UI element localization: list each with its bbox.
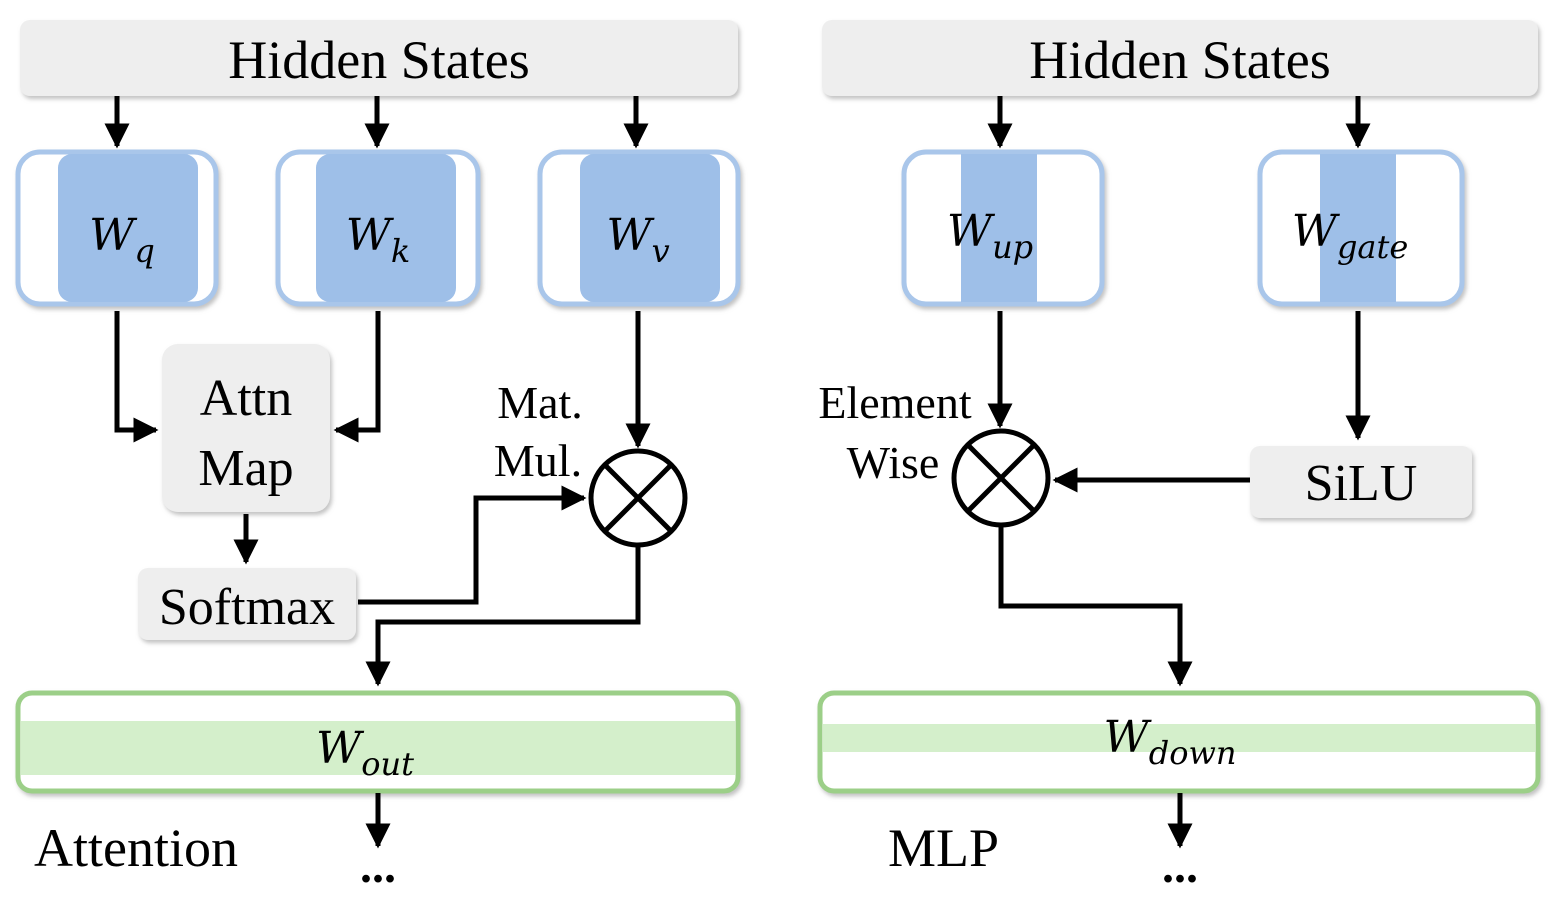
softmax-label: Softmax: [159, 579, 335, 636]
matmul-label-line2: Mul.: [494, 435, 582, 486]
attention-hidden-states-label: Hidden States: [228, 30, 529, 90]
wv-matrix: Wv: [537, 149, 741, 307]
wq-matrix: Wq: [15, 149, 219, 307]
attn-map-label-line1: Attn: [200, 370, 292, 427]
mlp-hidden-states-box: Hidden States: [822, 20, 1538, 96]
mlp-ellipsis: ...: [1162, 840, 1198, 893]
wdown-matrix: Wdown: [817, 690, 1541, 794]
wout-matrix: Wout: [15, 690, 741, 794]
wup-label: Wup: [947, 206, 1033, 266]
wgate-label: Wgate: [1292, 206, 1409, 266]
attn-map-box: Attn Map: [162, 344, 330, 512]
wk-label: Wk: [346, 210, 411, 270]
arrow-wk-attnmap: [333, 311, 381, 443]
attention-section-label: Attention: [34, 818, 238, 878]
elementwise-label-line2: Wise: [847, 437, 940, 488]
mlp-hidden-states-label: Hidden States: [1029, 30, 1330, 90]
attn-map-label-line2: Map: [198, 440, 293, 497]
softmax-box: Softmax: [138, 568, 356, 640]
mlp-section-label: MLP: [888, 818, 999, 878]
silu-box: SiLU: [1250, 446, 1472, 518]
elementwise-label-line1: Element: [818, 377, 971, 428]
wv-label: Wv: [606, 210, 669, 270]
arrow-matmul-wout: [365, 545, 641, 687]
arrow-wq-attnmap: [114, 311, 159, 443]
wup-matrix: Wup: [901, 149, 1105, 307]
wgate-matrix: Wgate: [1257, 149, 1465, 307]
mlp-section: Hidden States Wup Wgate SiLU Element: [817, 20, 1541, 893]
wk-matrix: Wk: [275, 149, 481, 307]
attention-hidden-states-box: Hidden States: [20, 20, 738, 96]
wq-label: Wq: [89, 210, 155, 270]
wout-label: Wout: [316, 723, 414, 783]
silu-label: SiLU: [1305, 455, 1418, 512]
attention-ellipsis: ...: [360, 840, 396, 893]
attention-section: Hidden States Wq Wk Wv Attn Map: [15, 20, 741, 893]
arrow-elementwise-wdown: [998, 525, 1193, 687]
arrow-softmax-matmul: [358, 485, 587, 605]
wdown-label: Wdown: [1104, 712, 1237, 772]
matmul-operator-icon: [588, 448, 688, 548]
matmul-label-line1: Mat.: [497, 377, 583, 428]
elementwise-operator-icon: [951, 428, 1051, 528]
